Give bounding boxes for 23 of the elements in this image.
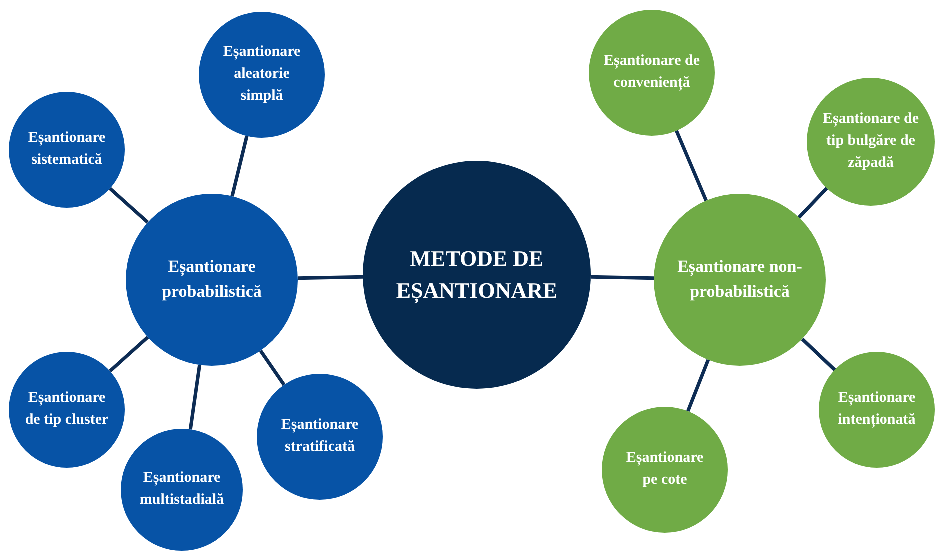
connector-line — [109, 336, 150, 373]
node-label: Eșantionare probabilistică — [161, 256, 263, 303]
connector-line — [686, 359, 710, 412]
node-label: Eșantionare sistematică — [27, 129, 107, 170]
connector-line — [259, 350, 286, 386]
node-label: Eșantionare non-probabilistică — [676, 256, 804, 303]
node-label: METODE DE EȘANTIONARE — [395, 245, 559, 306]
connector-line — [675, 130, 708, 202]
node-label: Eșantionare de tip bulgăre de zăpadă — [822, 110, 920, 173]
node-label: Eșantionare pe cote — [625, 449, 705, 490]
node-label: Eșantionare aleatorie simplă — [222, 43, 302, 106]
connector-line — [109, 187, 150, 224]
node-label: Eșantionare de tip cluster — [24, 389, 110, 430]
connector-line — [188, 364, 202, 430]
connector-line — [298, 275, 364, 280]
node-label: Eșantionare intenționată — [837, 389, 917, 430]
node-label: Eșantionare multistadială — [138, 469, 226, 510]
connector-line — [801, 338, 836, 372]
connector-line — [590, 275, 654, 280]
connector-line — [230, 136, 249, 197]
node-label: Eșantionare de conveniență — [603, 52, 701, 93]
connector-line — [798, 187, 828, 219]
node-label: Eșantionare stratificată — [280, 416, 360, 457]
